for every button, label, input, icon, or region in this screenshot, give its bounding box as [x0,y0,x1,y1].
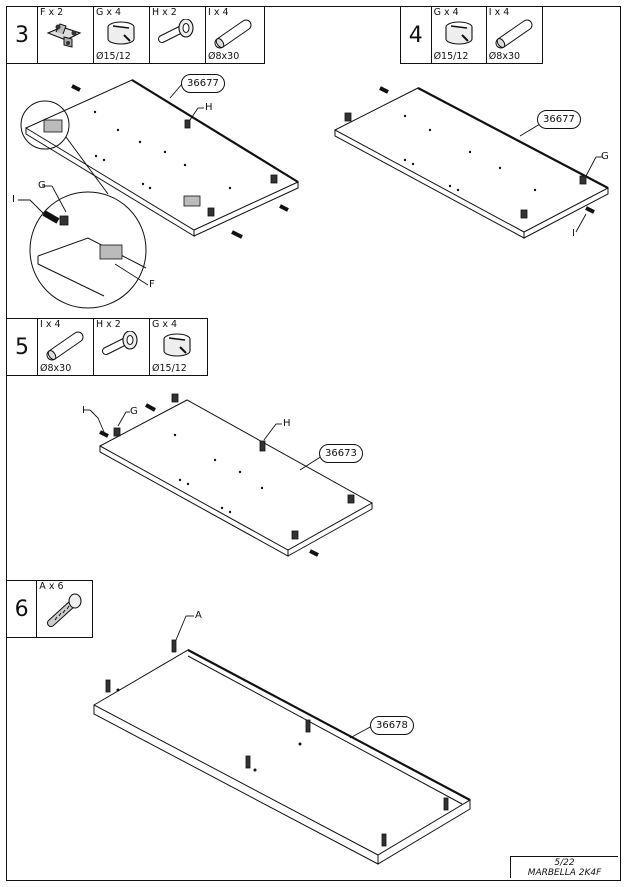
panel-id-step5: 36673 [319,444,363,463]
part-dimension: Ø15/12 [433,51,469,62]
callout-i: I [82,405,85,416]
callout-a: A [195,610,202,621]
part-h: H x 2 [94,319,150,375]
callout-g: G [601,151,609,162]
part-i: I x 4 Ø8x30 [38,319,94,375]
part-a: A x 6 [37,581,92,637]
page-number: 5/22 [554,858,575,868]
step-number: 3 [7,7,38,63]
part-dimension: Ø8x30 [208,51,240,62]
step-6-parts-box: 6 A x 6 [6,580,93,638]
part-g: G x 4 Ø15/12 [432,7,487,63]
callout-g: G [130,406,138,417]
cam-bolt-icon [102,331,138,355]
part-qty: G x 4 [96,7,122,18]
part-qty: H x 2 [152,7,177,18]
part-g: G x 4 Ø15/12 [150,319,206,375]
callout-f: F [149,279,155,290]
page-footer: 5/22 MARBELLA 2K4F [510,856,618,878]
part-h: H x 2 [150,7,206,63]
step-number: 4 [401,7,432,63]
part-i: I x 4 Ø8x30 [206,7,262,63]
step-number: 5 [7,319,38,375]
step-number: 6 [7,581,38,637]
part-qty: G x 4 [433,7,459,18]
part-qty: I x 4 [40,319,61,330]
callout-g: G [38,180,46,191]
panel-id-step4: 36677 [537,110,581,129]
wooden-dowel-icon [214,19,252,49]
wooden-dowel-icon [495,19,533,49]
part-dimension: Ø15/12 [152,363,187,374]
part-qty: H x 2 [96,319,121,330]
step-5-parts-box: 5 I x 4 Ø8x30 H x 2 G x 4 Ø15/12 [6,318,208,376]
panel-id-step6: 36678 [370,716,414,735]
part-dimension: Ø8x30 [488,51,521,62]
part-dimension: Ø15/12 [96,51,131,62]
wooden-dowel-icon [46,331,84,361]
callout-h: H [205,102,213,113]
step-3-parts-box: 3 F x 2 G x 4 Ø15/12 H x 2 I x 4 [6,6,265,64]
page-frame [6,6,621,881]
part-qty: I x 4 [488,7,510,18]
panel-id-step3: 36677 [181,74,225,93]
part-qty: I x 4 [208,7,229,18]
cam-lock-icon [163,333,191,357]
part-dimension: Ø8x30 [40,363,72,374]
part-i: I x 4 Ø8x30 [487,7,542,63]
cam-lock-icon [445,21,473,45]
callout-i: I [12,194,15,205]
cam-bolt-icon [158,19,194,43]
part-f: F x 2 [38,7,94,63]
shelf-bracket-icon [46,23,82,48]
cam-bolt-icon [47,593,82,627]
part-qty: G x 4 [152,319,178,330]
callout-h: H [283,418,291,429]
callout-i: I [572,228,575,239]
cam-lock-icon [107,21,135,45]
step-4-parts-box: 4 G x 4 Ø15/12 I x 4 Ø8x30 [400,6,543,64]
model-name: MARBELLA 2K4F [527,868,602,878]
part-g: G x 4 Ø15/12 [94,7,150,63]
part-qty: A x 6 [39,581,64,592]
part-qty: F x 2 [40,7,64,18]
